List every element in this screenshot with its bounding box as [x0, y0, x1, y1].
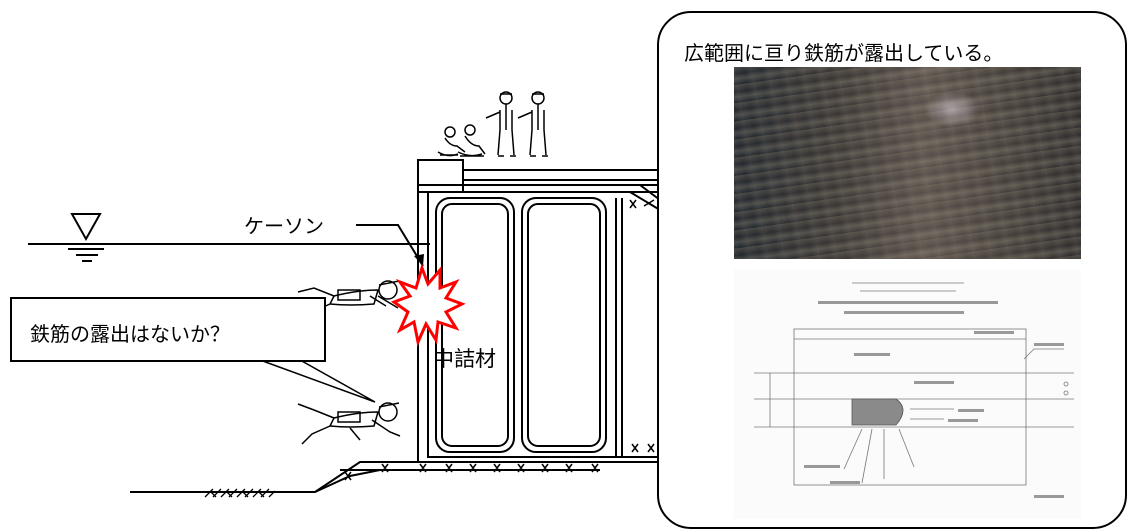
damage-burst-icon	[390, 263, 466, 347]
foundation-riprap	[344, 463, 599, 481]
fill-material-label: 中詰材	[433, 347, 496, 371]
seabed	[130, 461, 660, 493]
caisson-corner-marks	[629, 199, 655, 453]
caisson-label: ケーソン	[244, 214, 324, 238]
panel-caption: 広範囲に亘り鉄筋が露出している。	[684, 41, 1004, 65]
repair-section-drawing	[734, 269, 1081, 519]
caisson-leader-arrowhead	[414, 254, 424, 266]
callout-pointer	[259, 359, 376, 403]
caisson-compartments	[435, 197, 623, 456]
caisson	[417, 159, 661, 463]
exposed-rebar-photo	[734, 67, 1081, 259]
callout-text: 鉄筋の露出はないか？	[30, 322, 230, 346]
inspection-callout: 鉄筋の露出はないか？	[10, 297, 326, 362]
finding-panel: 広範囲に亘り鉄筋が露出している。	[657, 11, 1127, 529]
lower-diver	[297, 402, 401, 445]
water-level-triangle-icon	[68, 213, 104, 262]
workers-on-caisson	[437, 91, 548, 157]
seabed-hatching	[204, 488, 276, 498]
caisson-leader-line	[356, 224, 424, 267]
